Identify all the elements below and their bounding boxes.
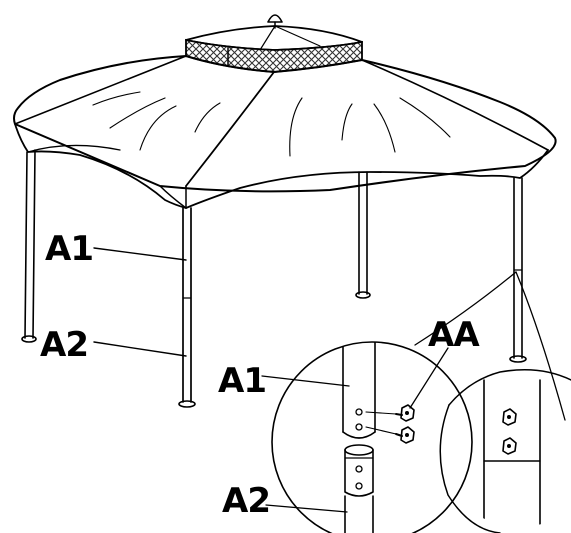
label-a2-main: A2 [40, 325, 88, 365]
gazebo-legs [21, 149, 527, 408]
label-a1-main: A1 [45, 229, 93, 269]
a2-leader-line [93, 341, 187, 357]
thumb-screw-icon [502, 437, 517, 455]
thumb-screw-icon [502, 408, 517, 426]
thumb-screw-icon [395, 404, 415, 422]
canopy-roof [13, 14, 557, 209]
a1-detail-leader [261, 375, 350, 387]
a2-detail-leader [265, 504, 348, 513]
a1-leader-line [93, 247, 187, 261]
thumb-screw-icon [395, 426, 415, 444]
label-a1-detail: A1 [218, 361, 266, 401]
mesh-vent-band [185, 38, 363, 73]
label-a2-detail: A2 [222, 481, 270, 521]
aa-detail-leader [409, 347, 449, 409]
assembled-detail [439, 369, 571, 533]
finial-icon [267, 14, 283, 23]
label-aa-detail: AA [428, 315, 480, 355]
